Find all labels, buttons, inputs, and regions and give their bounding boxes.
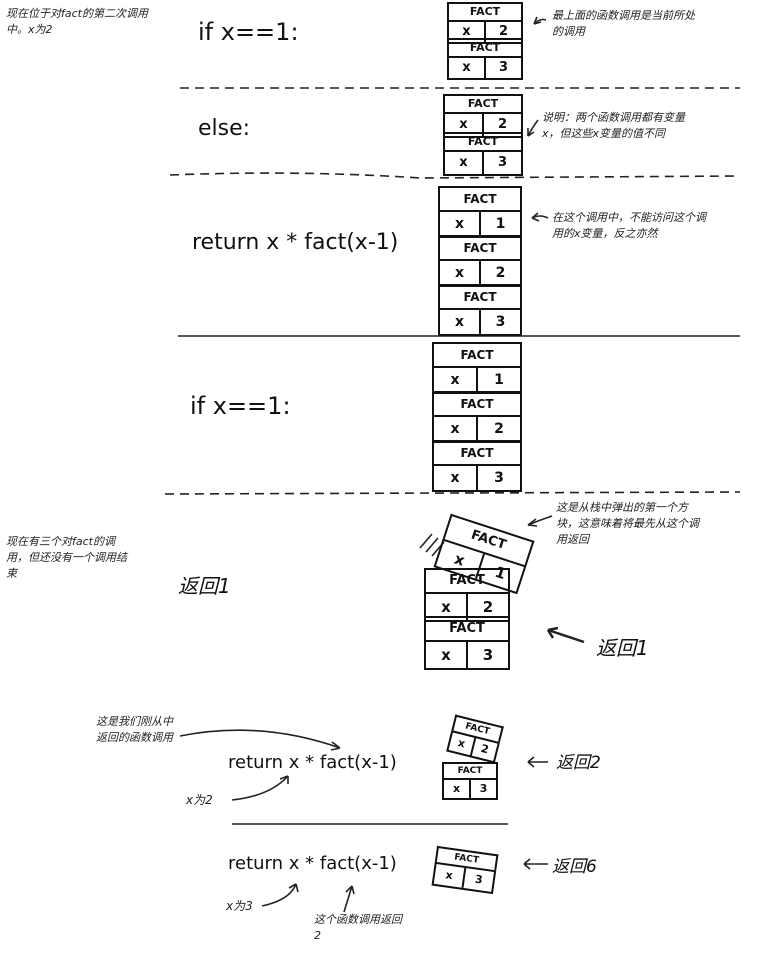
frame-value: 2 bbox=[495, 265, 506, 281]
arrow-this-returns-2 bbox=[343, 885, 353, 913]
frame-var: x bbox=[434, 466, 478, 490]
code-return-label: 返回1 bbox=[178, 574, 231, 598]
frame-var: x bbox=[440, 212, 481, 236]
note-return2: 返回2 bbox=[556, 753, 601, 773]
frame-title: FACT bbox=[424, 568, 510, 592]
frame-var: x bbox=[449, 22, 486, 42]
code-if-2: if x==1: bbox=[190, 392, 291, 420]
frame-title: FACT bbox=[442, 762, 498, 778]
frame-var: x bbox=[426, 642, 468, 668]
note-first-popped: 这是从栈中弹出的第一个方块，这意味着将最先从这个调用返回 bbox=[556, 501, 699, 546]
arrow-just-returned bbox=[179, 729, 341, 749]
frame-title: FACT bbox=[447, 2, 523, 20]
frame-var: x bbox=[445, 152, 484, 174]
frame-value: 1 bbox=[494, 372, 504, 388]
frame-value: 3 bbox=[479, 782, 488, 795]
note-this-returns-2: 这个函数调用返回2 bbox=[314, 913, 402, 942]
frame-title: FACT bbox=[438, 186, 522, 210]
frame-var: x bbox=[434, 368, 478, 392]
frame-var: x bbox=[426, 594, 468, 620]
frame-title: FACT bbox=[432, 391, 522, 415]
note-return6: 返回6 bbox=[552, 857, 597, 877]
note-three-calls: 现在有三个对fact的调用，但还没有一个调用结束 bbox=[6, 535, 127, 580]
frame-value: 3 bbox=[494, 470, 504, 486]
note-just-returned: 这是我们刚从中返回的函数调用 bbox=[96, 715, 173, 744]
code-return-1: return x * fact(x-1) bbox=[192, 230, 399, 255]
frame-title: FACT bbox=[432, 342, 522, 366]
note-x-is-2: x为2 bbox=[186, 793, 213, 807]
note-return1-right: 返回1 bbox=[596, 636, 649, 660]
frame-title: FACT bbox=[443, 94, 523, 112]
note-x-is-3: x为3 bbox=[226, 899, 253, 913]
separator-2 bbox=[169, 172, 741, 179]
frame-value: 2 bbox=[498, 24, 509, 39]
frame-value: 3 bbox=[482, 646, 494, 664]
arrow-x-is-3 bbox=[261, 883, 297, 907]
note-no-access: 在这个调用中，不能访问这个调用的x变量，反之亦然 bbox=[552, 211, 706, 240]
note-top-left: 现在位于对fact的第二次调用中。x为2 bbox=[6, 7, 148, 36]
frame-title: FACT bbox=[432, 440, 522, 464]
note-explain: 说明：两个函数调用都有变量x，但这些x变量的值不同 bbox=[542, 111, 685, 140]
frame-title: FACT bbox=[447, 38, 523, 56]
code-if-1: if x==1: bbox=[198, 18, 299, 46]
frame-value: 3 bbox=[495, 314, 506, 330]
separator-4 bbox=[164, 491, 741, 495]
frame-value: 2 bbox=[497, 117, 508, 132]
arrow-return1 bbox=[547, 628, 585, 644]
code-return-4: return x * fact(x-1) bbox=[228, 853, 397, 874]
frame-value: 3 bbox=[498, 60, 509, 75]
frame-var: x bbox=[444, 780, 471, 798]
frame-value: 1 bbox=[495, 216, 506, 232]
frame-var: x bbox=[433, 863, 467, 888]
frame-value: 3 bbox=[474, 872, 484, 887]
frame-title: FACT bbox=[443, 132, 523, 150]
note-topmost: 最上面的函数调用是当前所处的调用 bbox=[552, 9, 695, 38]
frame-var: x bbox=[449, 58, 486, 78]
code-return-3: return x * fact(x-1) bbox=[228, 752, 397, 773]
frame-var: x bbox=[440, 261, 481, 285]
frame-value: 3 bbox=[497, 155, 508, 170]
pop-motion-marks bbox=[419, 533, 445, 557]
arrow-first-popped bbox=[527, 515, 553, 526]
frame-var: x bbox=[440, 310, 481, 334]
frame-value: 2 bbox=[479, 741, 491, 757]
arrow-x-is-2 bbox=[231, 775, 289, 801]
frame-title: FACT bbox=[424, 616, 510, 640]
frame-title: FACT bbox=[438, 284, 522, 308]
code-else: else: bbox=[198, 116, 251, 141]
frame-value: 2 bbox=[482, 598, 494, 616]
frame-var: x bbox=[445, 114, 484, 136]
frame-var: x bbox=[434, 417, 478, 441]
frame-value: 2 bbox=[494, 421, 504, 437]
frame-title: FACT bbox=[438, 235, 522, 259]
